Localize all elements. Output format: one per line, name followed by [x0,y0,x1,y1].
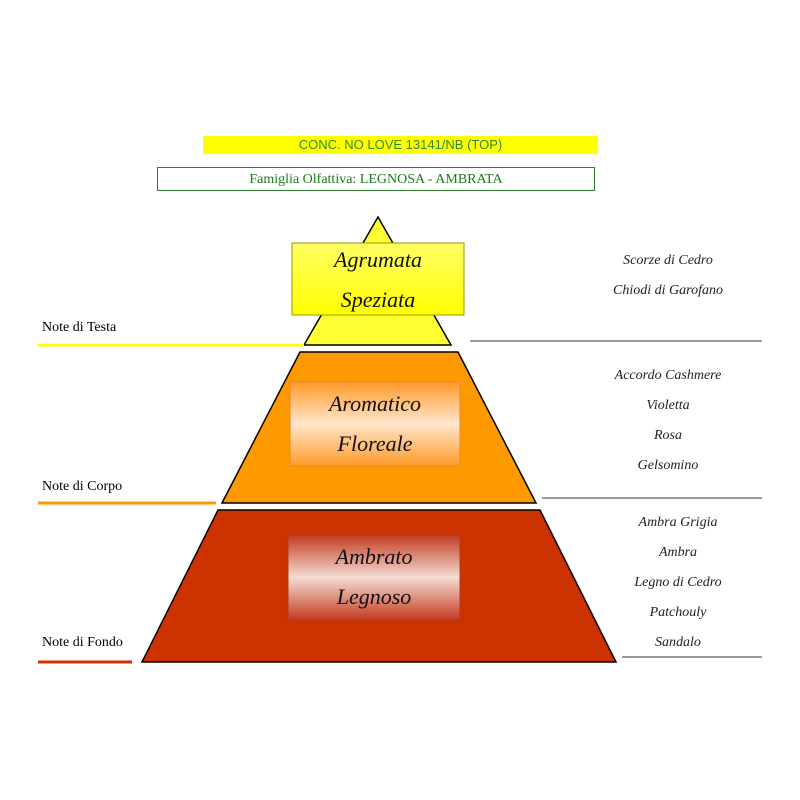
top-category-text: Agrumata Speziata [292,240,464,320]
middle-category-line: Floreale [337,431,413,456]
middle-category-text: Aromatico Floreale [290,384,460,464]
top-category-line: Speziata [340,287,416,312]
olfactory-family-box: Famiglia Olfattiva: LEGNOSA - AMBRATA [157,167,595,191]
note-item: Gelsomino [637,458,699,473]
note-item: Accordo Cashmere [614,368,722,383]
middle-category-box [289,381,461,467]
bottom-category-box [287,534,461,621]
top-category-box [291,242,465,316]
note-item: Chiodi di Garofano [613,283,723,298]
bottom-category-line: Legnoso [336,584,412,609]
fondo-notes-list: Ambra Grigia Ambra Legno di Cedro Patcho… [580,508,776,658]
level-label-testa: Note di Testa [42,320,117,335]
note-item: Ambra [658,545,698,560]
note-item: Scorze di Cedro [623,253,713,268]
testa-notes-list: Scorze di Cedro Chiodi di Garofano [570,246,766,306]
bottom-category-line: Ambrato [335,544,413,569]
level-label-fondo: Note di Fondo [42,635,123,650]
bottom-category-text: Ambrato Legnoso [288,537,460,617]
note-item: Rosa [654,428,682,443]
level-label-corpo: Note di Corpo [42,479,123,494]
fragrance-title: CONC. NO LOVE 13141/NB (TOP) [203,136,598,154]
corpo-notes-list: Accordo Cashmere Violetta Rosa Gelsomino [570,361,766,481]
note-item: Violetta [646,398,690,413]
top-category-line: Agrumata [334,247,422,272]
note-item: Patchouly [649,605,707,620]
middle-category-line: Aromatico [328,391,422,416]
note-item: Ambra Grigia [638,515,718,530]
note-item: Legno di Cedro [634,575,722,590]
note-item: Sandalo [655,635,701,650]
